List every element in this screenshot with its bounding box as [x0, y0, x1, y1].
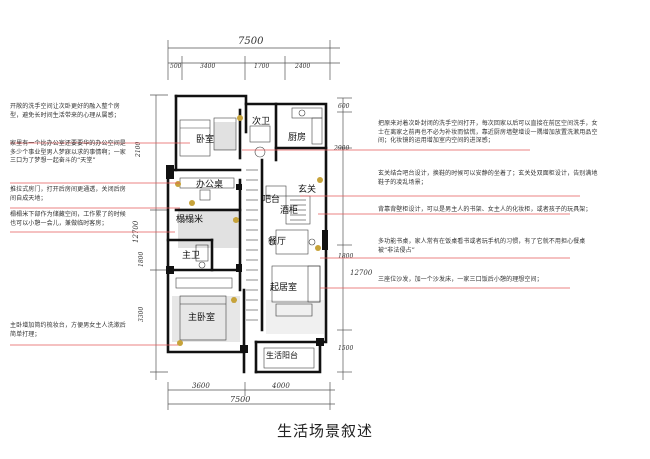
walls	[166, 94, 328, 374]
left-dimensions	[150, 94, 168, 380]
bottom-dimensions	[167, 382, 335, 410]
room-balcony: 生活阳台	[266, 350, 298, 360]
dim-bottom-total: 7500	[230, 395, 250, 404]
annotation-markers	[175, 115, 323, 346]
dim-top-total: 7500	[238, 36, 264, 47]
top-dimensions	[167, 40, 340, 80]
note-left-1: 开敞的洗手空间让次卧更好的融入整个房型，避免长时间生活带来的心理从属感；	[10, 103, 130, 120]
page-caption: 生活场景叙述	[276, 422, 373, 440]
dim-left-c: 1800	[138, 252, 145, 267]
room-tatami: 榻榻米	[176, 213, 203, 225]
floor-fills	[172, 122, 324, 342]
furniture	[175, 107, 323, 369]
leader-lines	[10, 142, 580, 346]
note-right-5-text: 三座位沙发，加一个沙发床，一家三口饭后小憩的理想空间；	[378, 276, 543, 283]
note-right-3-text: 背靠背壁柜设计，可以是男主人的书架、女主人的化妆柜，或者孩子的玩具架；	[378, 206, 592, 213]
dim-top-c: 2400	[294, 63, 310, 70]
note-right-2-text: 玄关结合吧台设计，换鞋的时候可以安静的坐着了；玄关处双面柜设计，告别满地鞋子的凌…	[378, 170, 598, 186]
room-living: 起居室	[270, 281, 297, 293]
dim-left-b: 12700	[132, 220, 140, 243]
note-right-2: 玄关结合吧台设计，换鞋的时候可以安静的坐着了；玄关处双面柜设计，告别满地鞋子的凌…	[378, 170, 600, 187]
note-left-1-text: 开敞的洗手空间让次卧更好的融入整个房型，避免长时间生活带来的心理从属感；	[10, 103, 120, 119]
room-bedroom: 卧室	[196, 133, 214, 145]
room-office-desk: 办公桌	[196, 178, 223, 190]
note-right-3: 背靠背壁柜设计，可以是男主人的书架、女主人的化妆柜，或者孩子的玩具架；	[378, 206, 600, 215]
note-right-5: 三座位沙发，加一个沙发床，一家三口饭后小憩的理想空间；	[378, 276, 600, 285]
dim-right-e: 1800	[338, 253, 353, 260]
dim-top-a: 3400	[200, 63, 215, 70]
note-left-3-text: 推拉式房门，打开后房间更通透，关闭后房间自成天地；	[10, 186, 126, 202]
columns	[166, 165, 328, 353]
room-second-bath: 次卫	[252, 115, 270, 127]
dim-bottom-a: 3600	[192, 382, 210, 390]
note-right-4-text: 多功能书桌，家人常有在饭桌看书或者玩手机的习惯，有了它就不用担心餐桌被“非法侵占…	[378, 238, 586, 254]
note-left-2: 家里有一个比办公室还要要华的办公空间是多少个事业型男人梦寐以求的事情啊；一家三口…	[10, 140, 128, 166]
room-entrance: 玄关	[298, 183, 316, 195]
dim-right-b: 2900	[333, 145, 349, 152]
note-left-5: 主卧增加简约梳妆台，方便男女主人洗漱后简单打理；	[10, 322, 128, 339]
room-master-bedroom: 主卧室	[188, 311, 215, 323]
note-left-4-text: 榻榻米下部作为储藏空间，工作累了的时候也可以小憩一会儿，兼做临时客房；	[10, 211, 126, 227]
room-dining: 餐厅	[268, 235, 286, 247]
room-kitchen: 厨房	[288, 131, 306, 143]
dim-right-c: 12700	[350, 269, 373, 277]
note-right-1: 把原来对着次卧封闭的洗手空间打开，每次回家以后可以直接在前区空间洗手，女士在离家…	[378, 120, 600, 146]
right-dimensions	[337, 97, 352, 380]
dim-bottom-b: 4000	[271, 382, 290, 390]
dim-left-a: 2100	[135, 142, 142, 158]
dim-right-a: 600	[338, 103, 350, 110]
note-left-2-text: 家里有一个比办公室还要要华的办公空间是多少个事业型男人梦寐以求的事情啊；一家三口…	[10, 140, 126, 165]
note-left-5-text: 主卧增加简约梳妆台，方便男女主人洗漱后简单打理；	[10, 322, 126, 338]
note-right-4: 多功能书桌，家人常有在饭桌看书或者玩手机的习惯，有了它就不用担心餐桌被“非法侵占…	[378, 238, 600, 255]
note-left-4: 榻榻米下部作为储藏空间，工作累了的时候也可以小憩一会儿，兼做临时客房；	[10, 211, 128, 228]
dim-top-b: 1700	[254, 63, 269, 70]
dim-left-d: 3300	[138, 307, 145, 322]
dim-top-left-small: 500	[170, 63, 182, 70]
room-bar: 吧台	[262, 193, 280, 205]
room-wine-cabinet: 酒柜	[280, 204, 298, 216]
note-left-3: 推拉式房门，打开后房间更通透，关闭后房间自成天地；	[10, 186, 128, 203]
dim-right-d: 1500	[338, 345, 353, 352]
room-master-bath: 主卫	[182, 249, 200, 261]
note-right-1-text: 把原来对着次卧封闭的洗手空间打开，每次回家以后可以直接在前区空间洗手，女士在离家…	[378, 120, 598, 145]
